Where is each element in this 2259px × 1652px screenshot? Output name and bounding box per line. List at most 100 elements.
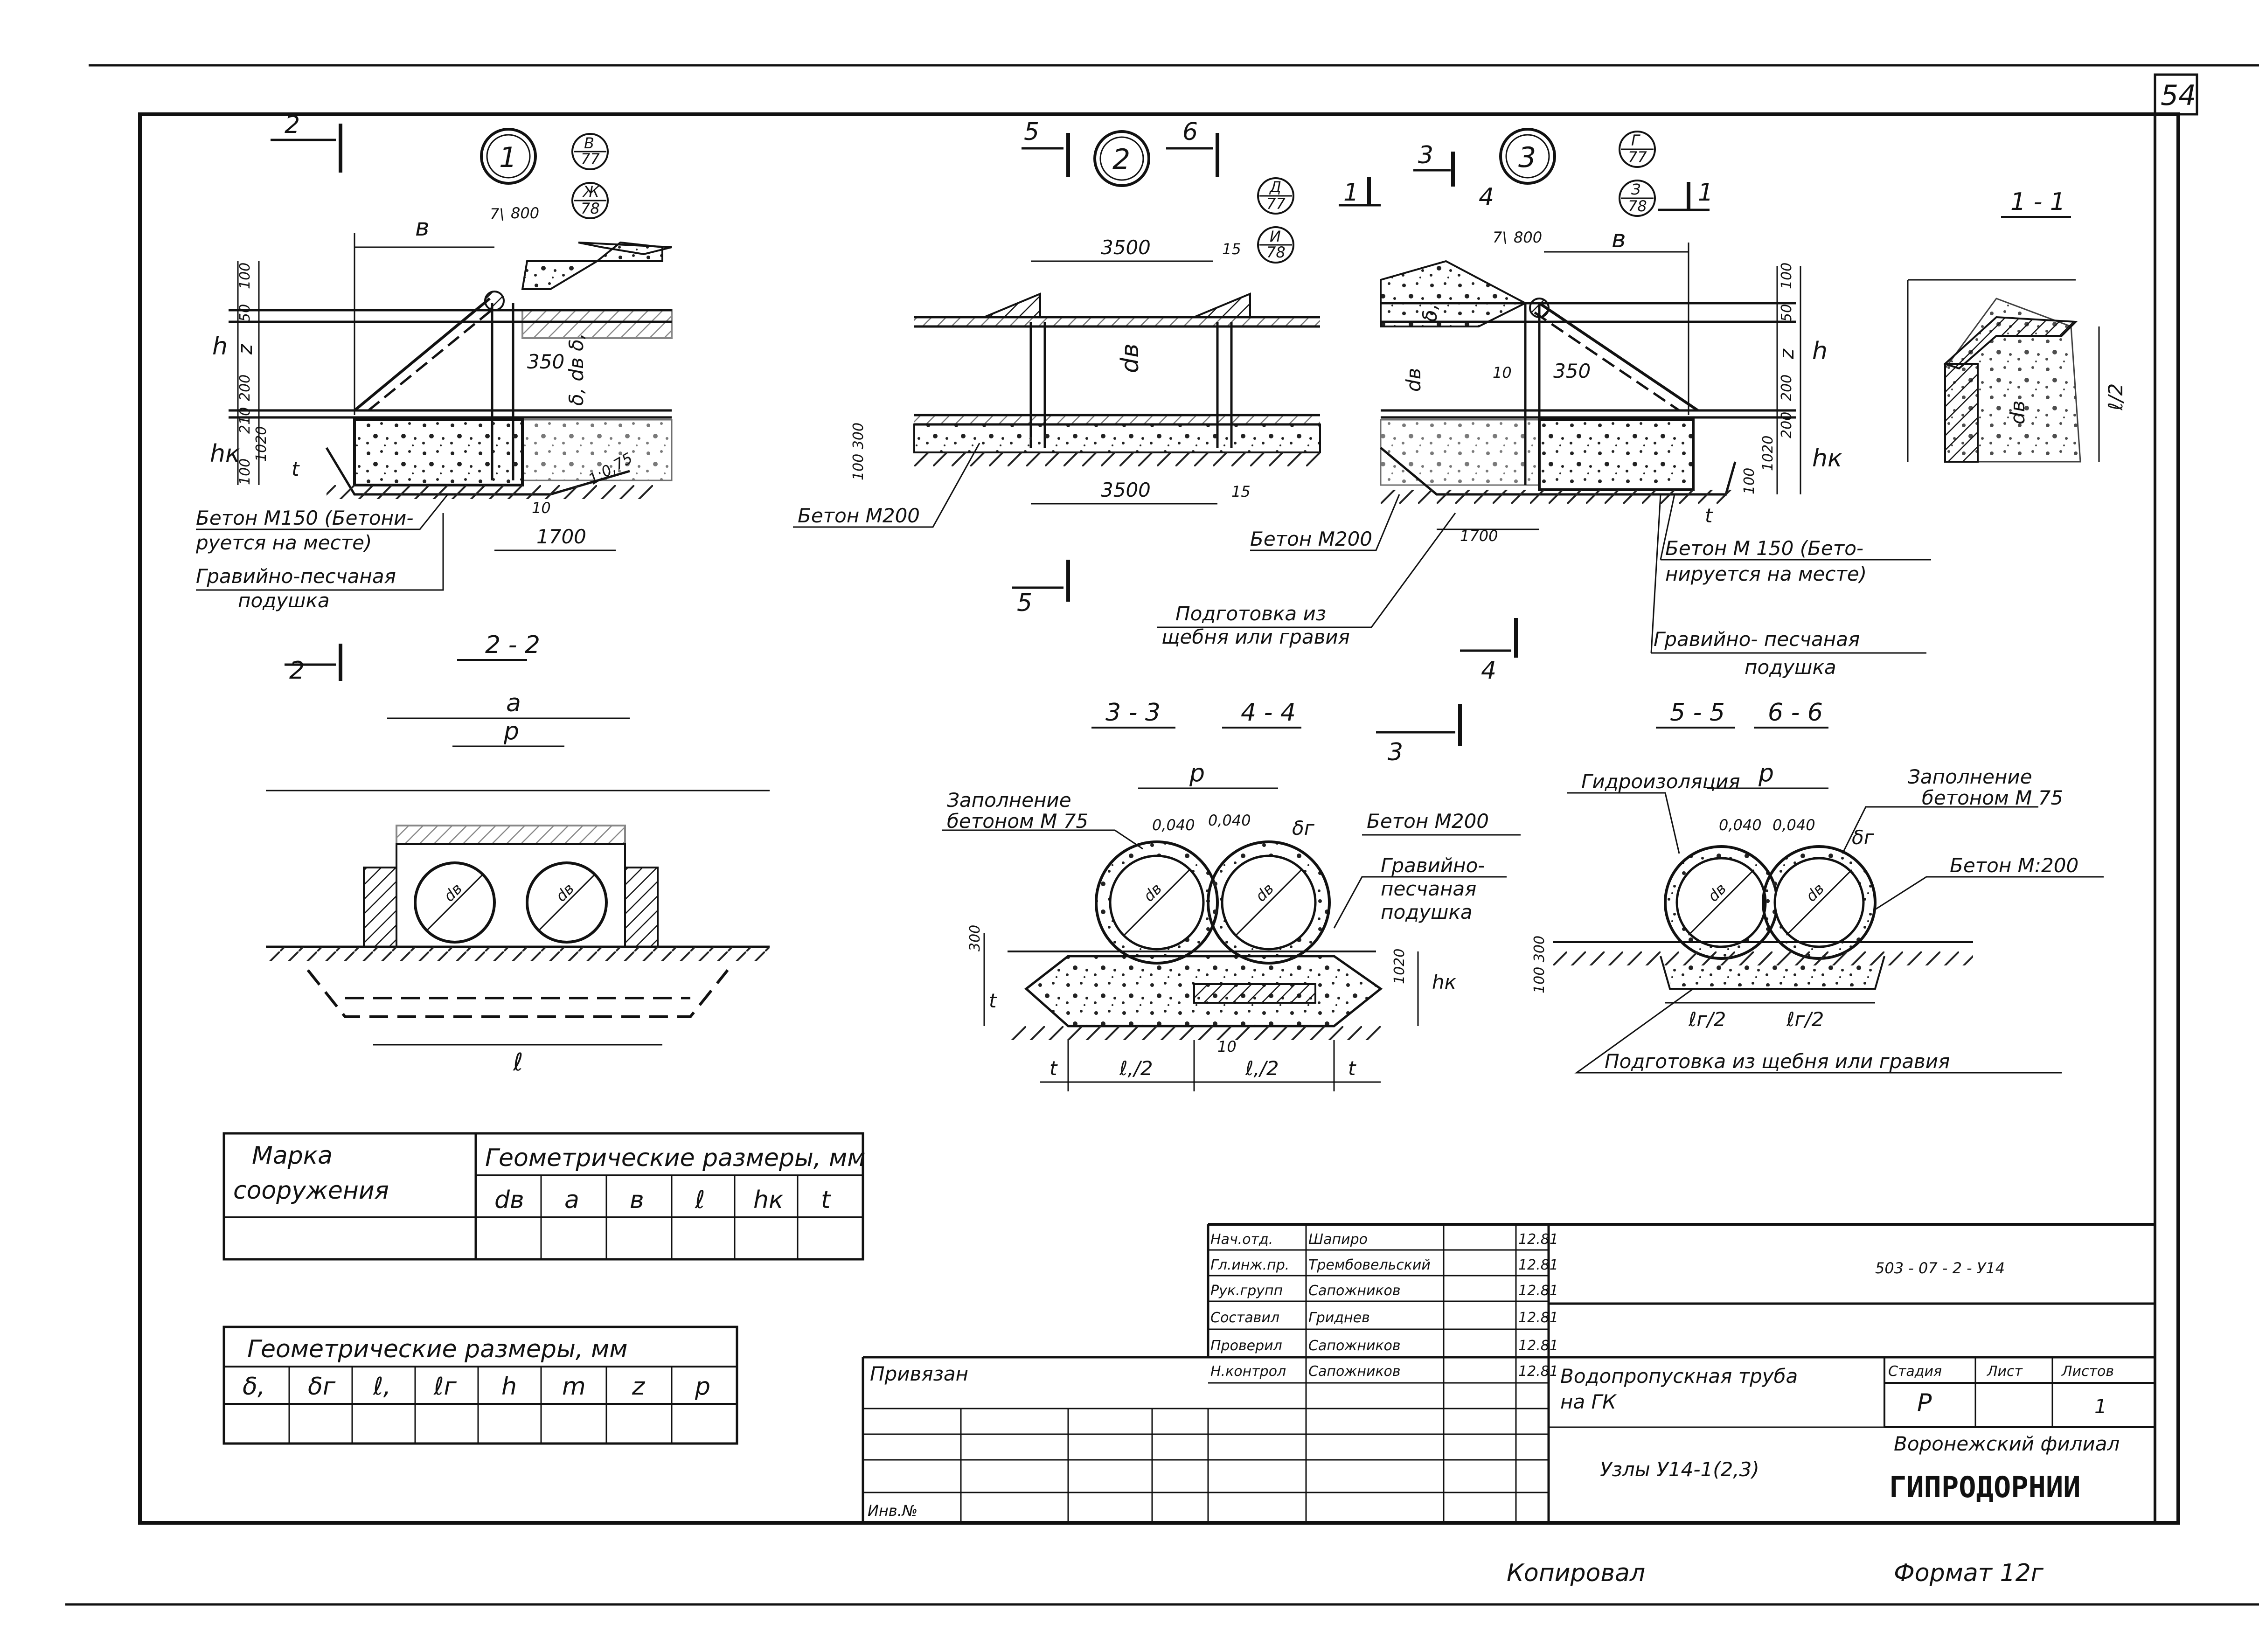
node3-concrete-left: Бетон М200: [1250, 528, 1372, 550]
copied-by: Копировал: [1507, 1559, 1645, 1587]
doc-code: 503 - 07 - 2 - У14: [1875, 1259, 2005, 1277]
signer-role: Составил: [1210, 1310, 1279, 1326]
sec11-dim-l2: ℓ/2: [2104, 383, 2127, 411]
node3-dim-delta: δ,: [1418, 304, 1441, 322]
sec55-fill2: бетоном М 75: [1922, 786, 2063, 809]
sheet-label: Лист: [1987, 1363, 2023, 1380]
node3-dim-3: 3: [1418, 141, 1433, 169]
section-2-2: 2 - 2 a р dв dв ℓ: [266, 631, 770, 1076]
sec33-bedding2: песчаная: [1381, 877, 1476, 900]
sec33-dim-0040b: 0,040: [1208, 812, 1251, 829]
sec55-concrete: Бетон М:200: [1950, 854, 2078, 877]
signer-date: 12.81: [1518, 1231, 1558, 1248]
node1-dim-10: 10: [532, 499, 551, 517]
node3-dim-1020: 1020: [1760, 436, 1776, 471]
node3-dim-200b: 200: [1779, 412, 1795, 438]
signer-name: Сапожников: [1308, 1283, 1401, 1299]
sec55-dim-p: р: [1758, 759, 1774, 787]
node1-bedding: Гравийно-песчаная: [196, 565, 396, 588]
sec22-dim-p: р: [503, 717, 519, 745]
table1-header-mark2: сооружения: [233, 1177, 389, 1205]
node2-ref-a-num: Д: [1269, 178, 1281, 196]
sec55-dim-l1: ℓг/2: [1688, 1008, 1726, 1031]
sec33-mark-3: 3: [1388, 738, 1403, 766]
table2-col: h: [501, 1373, 517, 1401]
sec22-title: 2 - 2: [485, 631, 540, 659]
sec55-dim-0040a: 0,040: [1719, 816, 1762, 834]
node1-dim-z: z: [234, 344, 257, 355]
node1-section-mark-top: 2: [285, 111, 300, 139]
section-3-3: 3 - 3 4 - 4 3 р 0,040 0,040 δг dв dв 300…: [942, 699, 1521, 1091]
node1-dim-350: 350: [527, 350, 564, 373]
sec55-dim-100-300: 100 300: [1531, 936, 1548, 993]
node3-dim-71: 7\: [1493, 229, 1507, 246]
sec33-dim-p: р: [1189, 759, 1205, 787]
sec33-title-b: 4 - 4: [1241, 699, 1296, 727]
table1-header-geom: Геометрические размеры, мм: [485, 1144, 865, 1172]
sec55-prep: Подготовка из щебня или гравия: [1605, 1050, 1950, 1073]
section-1-1: 1 - 1 ℓ/2 dв: [1907, 188, 2127, 463]
sec22-dim-a: a: [506, 689, 521, 717]
table2-col: z: [632, 1373, 646, 1401]
sec33-dim-10: 10: [1217, 1038, 1237, 1055]
sec33-dim-l2: ℓ,/2: [1245, 1057, 1279, 1080]
node1-dim-1700: 1700: [536, 525, 586, 548]
node1-dim-800: 800: [511, 204, 539, 222]
sec55-dim-0040b: 0,040: [1772, 816, 1815, 834]
sec55-waterproof: Гидроизоляция: [1581, 770, 1740, 793]
node3-ref-b-den: 78: [1628, 197, 1647, 215]
node2-section-6: 6: [1182, 118, 1198, 146]
doc-title-1: Водопропускная труба: [1560, 1365, 1798, 1388]
node3-bedding2: подушка: [1745, 656, 1836, 679]
sec33-bedding3: подушка: [1381, 901, 1473, 923]
node2-dim-db: dв: [1116, 343, 1144, 373]
node-3-drawing: 1 3 4 3 Г 77 З 78 1 7\ 800 в δ,: [1157, 128, 1931, 685]
node3-dim-b: в: [1612, 225, 1626, 253]
stage-label: Стадия: [1888, 1363, 1942, 1380]
sec55-title-b: 6 - 6: [1768, 699, 1823, 727]
node-2-drawing: 5 2 6 Д 77 И 78 3500 15 3500 15 dв 100 3…: [793, 118, 1321, 617]
geometry-table-1: Марка сооружения Геометрические размеры,…: [222, 1132, 865, 1261]
org-line-1: Воронежский филиал: [1894, 1432, 2120, 1455]
table2-col: m: [562, 1373, 586, 1401]
node2-dim-15a: 15: [1222, 240, 1241, 258]
node3-dim-1-left: 1: [1343, 179, 1359, 207]
table2-col: р: [695, 1373, 710, 1401]
inv-label: Инв.№: [868, 1502, 918, 1520]
node3-bedding: Гравийно- песчаная: [1654, 628, 1860, 651]
node1-dim-200: 200: [237, 375, 253, 401]
node1-ref-a-den: 77: [581, 150, 600, 168]
node1-ref-b-den: 78: [581, 200, 600, 217]
node3-prep2: щебня или гравия: [1161, 625, 1350, 648]
sec11-dim-db: dв: [2006, 401, 2029, 424]
geometry-table-2: Геометрические размеры, мм δ, δг ℓ, ℓг h…: [222, 1326, 738, 1445]
node1-dim-100-bot: 100: [237, 458, 253, 485]
node2-dim-100-300: 100 300: [850, 423, 867, 480]
drawing-frame: [138, 112, 2180, 1525]
sec33-dim-1020: 1020: [1391, 949, 1408, 984]
sec22-dim-l: ℓ: [513, 1048, 523, 1076]
table1-col: t: [821, 1186, 831, 1214]
node3-dim-t: t: [1705, 504, 1713, 527]
stage-value: Р: [1917, 1389, 1932, 1417]
sec33-dim-t1: t: [1050, 1057, 1058, 1080]
node3-dim-z: z: [1775, 348, 1798, 360]
node1-dim-50: 50: [237, 304, 253, 322]
node2-dim-15b: 15: [1231, 483, 1251, 500]
node1-dim-b: в: [415, 214, 430, 242]
node1-concrete2: руется на месте): [195, 531, 372, 554]
signer-role: Гл.инж.пр.: [1210, 1257, 1289, 1273]
sec33-dim-l1: ℓ,/2: [1119, 1057, 1153, 1080]
doc-subtitle: Узлы У14-1(2,3): [1600, 1458, 1759, 1481]
privyazan-label: Привязан: [870, 1362, 968, 1385]
signer-name: Трембовельский: [1308, 1257, 1431, 1273]
format-label: Формат 12г: [1894, 1559, 2044, 1587]
table2-col: δ,: [243, 1373, 265, 1401]
node2-concrete: Бетон М200: [798, 504, 920, 527]
node1-dim-t: t: [292, 458, 300, 480]
node3-dim-50: 50: [1779, 304, 1795, 322]
node1-dim-210: 210: [237, 407, 253, 434]
node2-number: 2: [1112, 143, 1130, 176]
node3-dim-10: 10: [1493, 364, 1512, 382]
